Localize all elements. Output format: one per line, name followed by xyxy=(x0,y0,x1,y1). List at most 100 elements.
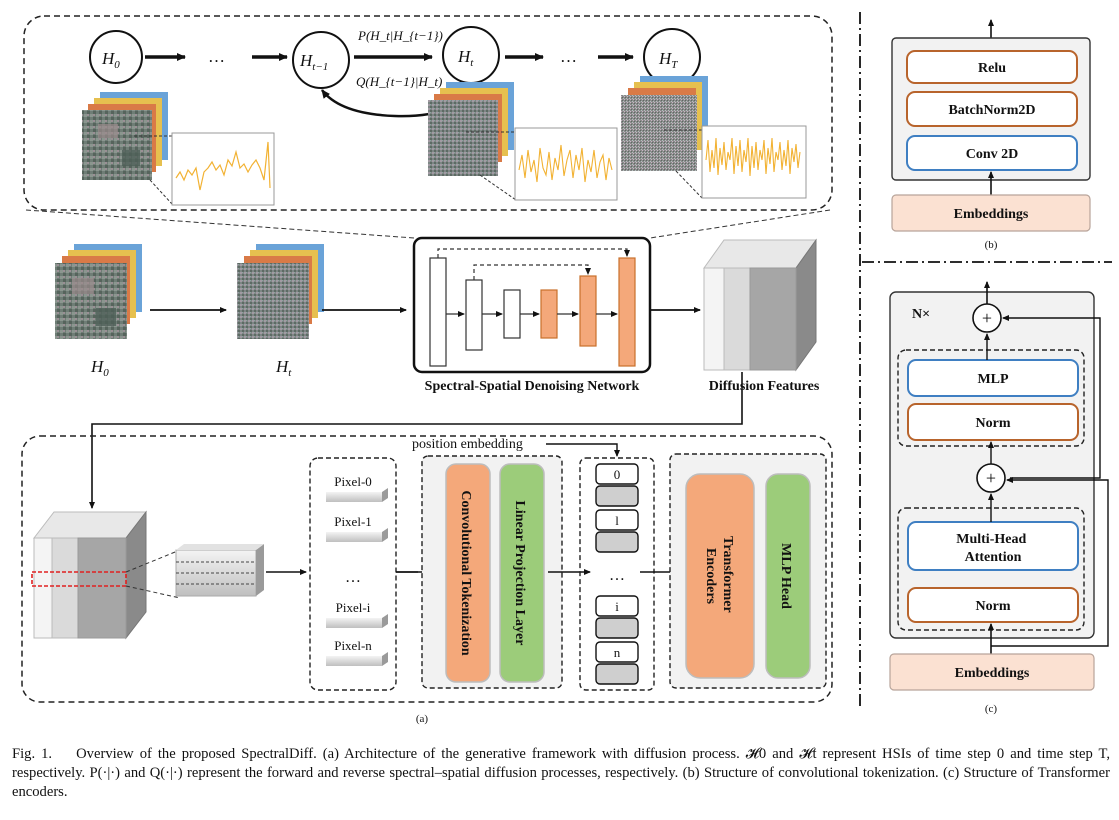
pixel-stack xyxy=(175,544,264,597)
svg-text:+: + xyxy=(986,468,996,488)
svg-text:HT: HT xyxy=(658,49,678,71)
state-hT-base: H xyxy=(658,49,673,68)
b-conv2d-block: Conv 2D xyxy=(906,135,1078,171)
c-norm-bottom-label: Norm xyxy=(976,599,1011,614)
pixel-label-0: Pixel-0 xyxy=(334,474,372,489)
subfig-label-b: (b) xyxy=(985,239,998,251)
hsi-cube-h0 xyxy=(55,244,142,339)
token-n: n xyxy=(595,641,639,685)
token-sequence-box xyxy=(579,457,655,691)
convolutional-tokenization-block: Convolutional Tokenization xyxy=(445,463,491,683)
c-mlp-label: MLP xyxy=(977,372,1009,387)
c-repeat-label: N× xyxy=(912,307,930,322)
reverse-process-label: Q(H_{t−1}|H_t) xyxy=(356,74,442,89)
c-residual-top xyxy=(1002,315,1101,479)
c-embeddings-block: Embeddings xyxy=(889,653,1095,691)
b-relu-label: Relu xyxy=(978,61,1006,76)
forward-process-label: P(H_t|H_{t−1}) xyxy=(357,28,443,43)
pixel-label-i: Pixel-i xyxy=(336,600,371,615)
c-attention-block: Multi-Head Attention xyxy=(907,521,1079,571)
spectrum-plot-clean xyxy=(171,132,275,206)
svg-text:Ht: Ht xyxy=(457,47,474,69)
c-norm-top-block: Norm xyxy=(907,403,1079,441)
mlp-head-block: MLP Head xyxy=(765,473,811,679)
state-ht-minus-1-sub: t−1 xyxy=(312,61,328,73)
hsi-cube-noisy-top xyxy=(428,82,514,176)
pixel-label-n: Pixel-n xyxy=(334,638,372,653)
hsi-cube-clean-top xyxy=(82,92,168,180)
spectrum-plot-noise xyxy=(701,125,807,199)
features-to-classifier-connector xyxy=(89,372,743,509)
pixel-ellipsis: … xyxy=(345,569,361,586)
state-ht-minus-1-base: H xyxy=(299,51,314,70)
state-h0: H0 xyxy=(89,30,143,84)
linear-projection-block: Linear Projection Layer xyxy=(499,463,545,683)
subfig-label-c: (c) xyxy=(985,703,998,715)
network-label: Spectral-Spatial Denoising Network xyxy=(425,379,640,394)
chain-ellipsis-2: … xyxy=(560,47,577,66)
spectrum-pointer-3b xyxy=(675,170,703,199)
token-label-0: 0 xyxy=(614,467,621,482)
chain-ellipsis-1: … xyxy=(208,47,225,66)
c-embeddings-label: Embeddings xyxy=(955,666,1030,681)
c-attention-label-line2: Attention xyxy=(965,550,1022,565)
caption-prefix: Fig. 1. xyxy=(12,746,53,762)
zoom-line-bottom xyxy=(125,585,181,599)
linear-projection-label: Linear Projection Layer xyxy=(512,501,527,646)
zoom-line-top xyxy=(125,549,181,573)
diffusion-process-panel xyxy=(23,15,833,211)
hsi-cube-noise-top xyxy=(621,76,708,171)
c-add-bottom: + xyxy=(976,463,1006,493)
label-ht: Ht xyxy=(275,357,292,379)
c-norm-top-label: Norm xyxy=(976,416,1011,431)
token-label-n: n xyxy=(614,645,621,660)
spectrum-plot-noisy xyxy=(514,127,618,201)
b-embeddings-label: Embeddings xyxy=(954,207,1029,222)
position-embedding-label: position embedding xyxy=(412,437,523,452)
feature-cube-lower xyxy=(32,510,148,640)
c-add-top: + xyxy=(972,303,1002,333)
figure-caption: Fig. 1. Overview of the proposed Spectra… xyxy=(12,745,1110,802)
state-hT: HT xyxy=(643,28,701,86)
hsi-cube-ht xyxy=(237,244,324,339)
caption-text: Overview of the proposed SpectralDiff. (… xyxy=(12,746,1110,800)
c-residual-bottom xyxy=(991,477,1109,647)
svg-text:Ht−1: Ht−1 xyxy=(299,51,328,73)
convolutional-tokenization-label: Convolutional Tokenization xyxy=(458,490,473,656)
spectrum-pointer-1b xyxy=(149,179,173,205)
denoising-network xyxy=(412,236,652,374)
c-mlp-subblock xyxy=(897,349,1085,447)
token-label-i: i xyxy=(615,599,619,614)
subfig-label-a: (a) xyxy=(416,713,429,725)
state-ht-minus-1: Ht−1 xyxy=(292,31,350,89)
svg-text:Multi-Head Attention: Multi-Head Attention xyxy=(956,532,1030,565)
diffusion-features-cube xyxy=(703,238,817,372)
b-batchnorm-block: BatchNorm2D xyxy=(906,91,1078,127)
pixel-item-0: Pixel-0 xyxy=(326,474,388,502)
b-relu-block: Relu xyxy=(906,50,1078,84)
state-ht-sub: t xyxy=(470,57,474,69)
state-ht: Ht xyxy=(442,26,500,84)
b-conv2d-label: Conv 2D xyxy=(966,147,1019,162)
svg-text:+: + xyxy=(982,308,992,328)
spectrum-pointer-2b xyxy=(479,174,517,201)
state-h0-base: H xyxy=(101,49,116,68)
svg-text:H0: H0 xyxy=(101,49,120,71)
c-norm-bottom-block: Norm xyxy=(907,587,1079,623)
transformer-label-line2: Encoders xyxy=(703,548,718,605)
features-label: Diffusion Features xyxy=(709,379,820,394)
token-label-1: l xyxy=(615,513,619,528)
svg-text:Transformer Encoders: Transformer Encoders xyxy=(703,536,735,616)
transformer-encoders-block: Transformer Encoders xyxy=(685,473,755,679)
b-embeddings-block: Embeddings xyxy=(891,194,1091,232)
pixel-label-1: Pixel-1 xyxy=(334,514,372,529)
state-h0-sub: 0 xyxy=(114,59,120,71)
pixel-item-n: Pixel-n xyxy=(326,638,388,666)
figure-canvas: H0 … Ht−1 P(H_t|H_{t−1}) Q(H_{t−1}|H_t) … xyxy=(21,12,1112,725)
token-0: 0 xyxy=(595,463,639,507)
c-mlp-block: MLP xyxy=(907,359,1079,397)
transformer-label-line1: Transformer xyxy=(720,536,735,612)
pixel-list-box xyxy=(309,457,397,691)
zoom-guide-right xyxy=(649,209,831,239)
zoom-guide-left xyxy=(25,209,415,239)
